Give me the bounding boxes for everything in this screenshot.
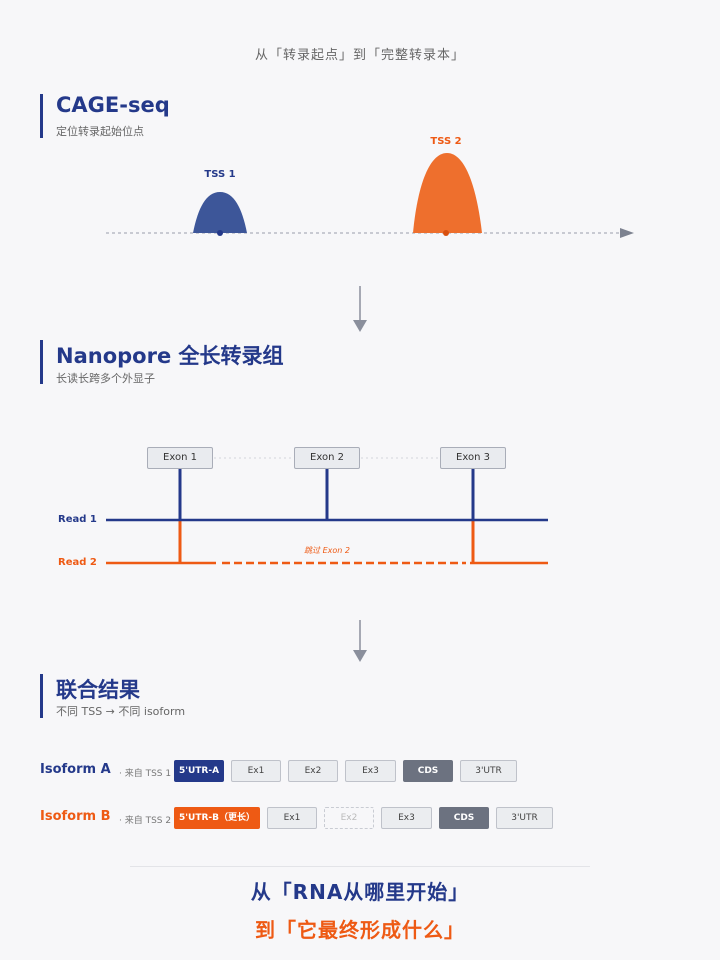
nanopore-title: Nanopore 全长转录组 bbox=[56, 344, 284, 368]
isoform-b-name: Isoform B bbox=[40, 809, 111, 824]
isoform-b-source: · 来自 TSS 2 bbox=[119, 816, 172, 826]
flow-arrow-down-icon bbox=[353, 620, 367, 662]
isoform-b-ex2-skipped: Ex2 bbox=[324, 807, 374, 829]
isoform-a-source: · 来自 TSS 1 bbox=[119, 769, 172, 779]
tss1-peak bbox=[193, 192, 247, 233]
isoform-a-ex1: Ex1 bbox=[231, 760, 281, 782]
nanopore-subtitle: 长读长跨多个外显子 bbox=[56, 372, 155, 385]
footer-line-1: 从「RNA从哪里开始」 bbox=[250, 880, 470, 904]
isoform-a-5utr: 5'UTR-A bbox=[174, 760, 224, 782]
isoform-a-cds: CDS bbox=[403, 760, 453, 782]
axis-arrowhead bbox=[620, 228, 634, 238]
isoform-a-3utr: 3'UTR bbox=[460, 760, 517, 782]
exon-2-box: Exon 2 bbox=[294, 447, 360, 469]
tss1-marker bbox=[217, 230, 223, 236]
isoform-b-3utr: 3'UTR bbox=[496, 807, 553, 829]
footer-divider bbox=[130, 866, 590, 867]
tss2-marker bbox=[443, 230, 449, 236]
section-accent-bar bbox=[40, 674, 43, 718]
isoform-b-5utr: 5'UTR-B（更长） bbox=[174, 807, 260, 829]
cage-subtitle: 定位转录起始位点 bbox=[56, 125, 144, 138]
isoform-b-cds: CDS bbox=[439, 807, 489, 829]
combined-subtitle: 不同 TSS → 不同 isoform bbox=[56, 705, 186, 718]
exon-1-box: Exon 1 bbox=[147, 447, 213, 469]
isoform-a-ex2: Ex2 bbox=[288, 760, 338, 782]
exon-3-box: Exon 3 bbox=[440, 447, 506, 469]
isoform-a-name: Isoform A bbox=[40, 762, 111, 777]
cage-title: CAGE-seq bbox=[56, 93, 170, 117]
section-accent-bar bbox=[40, 340, 43, 384]
tss2-label: TSS 2 bbox=[430, 136, 461, 147]
flow-arrow-down-icon bbox=[353, 286, 367, 332]
section-accent-bar bbox=[40, 94, 43, 138]
nanopore-read-diagram: 跳过 Exon 2 bbox=[106, 457, 548, 565]
read1-label: Read 1 bbox=[58, 514, 97, 525]
isoform-b-ex1: Ex1 bbox=[267, 807, 317, 829]
skip-note: 跳过 Exon 2 bbox=[304, 546, 350, 555]
footer-line-2: 到「它最终形成什么」 bbox=[255, 918, 465, 942]
cage-peak-plot: TSS 1 TSS 2 bbox=[106, 136, 634, 238]
combined-title: 联合结果 bbox=[56, 678, 140, 702]
isoform-b-ex3: Ex3 bbox=[381, 807, 432, 829]
tss1-label: TSS 1 bbox=[204, 169, 235, 180]
page-title: 从「转录起点」到「完整转录本」 bbox=[254, 48, 465, 63]
tss2-peak bbox=[413, 153, 482, 233]
isoform-a-ex3: Ex3 bbox=[345, 760, 396, 782]
read2-label: Read 2 bbox=[58, 557, 97, 568]
